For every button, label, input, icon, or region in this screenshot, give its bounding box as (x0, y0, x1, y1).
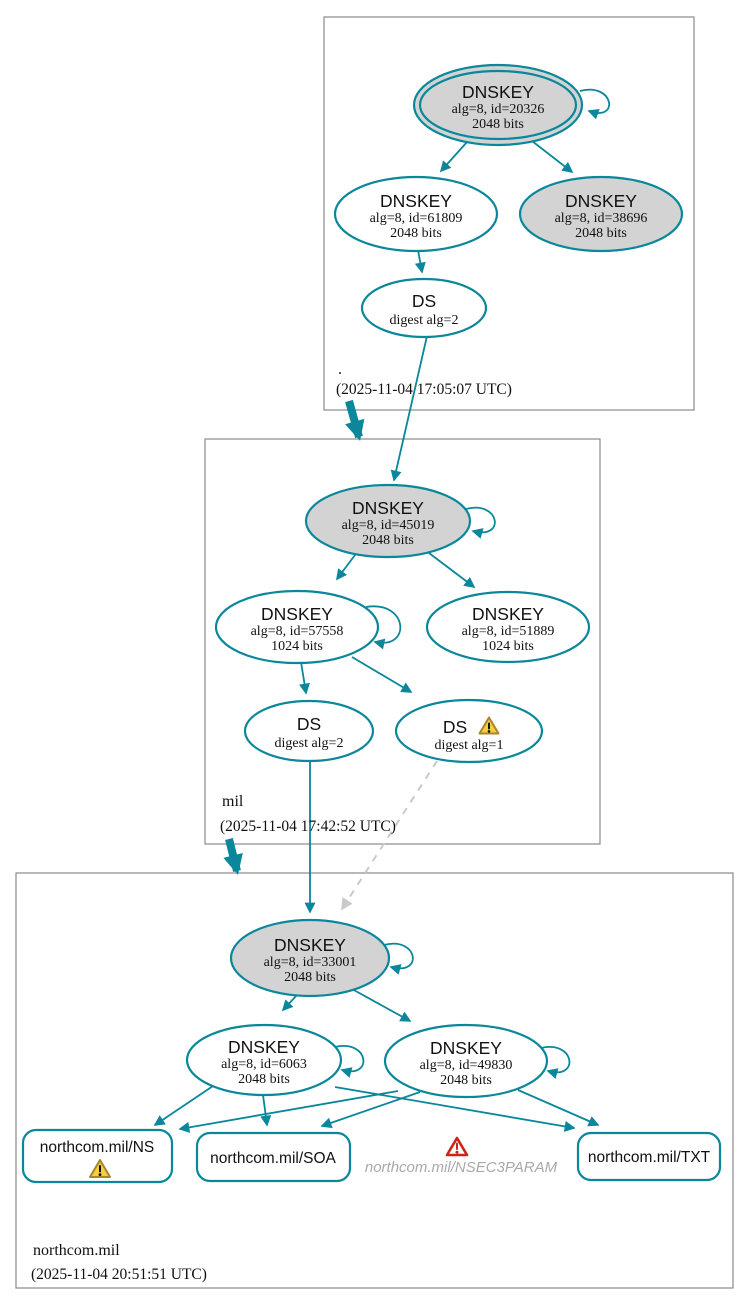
edge-root-ds-to-mil-ksk (390, 335, 428, 482)
zone-timestamp-root: (2025-11-04 17:05:07 UTC) (336, 381, 512, 398)
edge-mil-ds1-insecure-dashed (341, 760, 438, 911)
node-detail: digest alg=2 (390, 313, 459, 328)
node-detail: alg=8, id=49830 (420, 1058, 513, 1073)
edge-mil-zsk1-to-ds1 (351, 656, 413, 693)
selfloop-root-ksk (579, 88, 611, 120)
node-mil-zsk-57558: DNSKEY alg=8, id=57558 1024 bits (214, 589, 380, 665)
node-title: DNSKEY (472, 604, 544, 624)
edge-northcom-ksk-to-zsk2 (351, 988, 412, 1022)
node-detail: alg=8, id=45019 (342, 518, 435, 533)
node-detail: 2048 bits (390, 226, 442, 241)
node-northcom-ksk-33001: DNSKEY alg=8, id=33001 2048 bits (229, 918, 391, 998)
node-root-dnskey-38696: DNSKEY alg=8, id=38696 2048 bits (518, 175, 684, 253)
node-detail: 2048 bits (238, 1072, 290, 1087)
node-title: DNSKEY (274, 935, 346, 955)
node-title: DNSKEY (228, 1037, 300, 1057)
node-detail: alg=8, id=20326 (452, 102, 545, 117)
selfloop-mil-ksk (465, 506, 496, 539)
node-detail: alg=8, id=6063 (221, 1057, 307, 1072)
edge-root-ksk-to-ksk38696 (531, 140, 574, 174)
zone-box-root (323, 16, 695, 411)
node-detail: 1024 bits (482, 639, 534, 654)
node-detail: alg=8, id=33001 (264, 955, 357, 970)
edge-zsk1-to-ns (153, 1085, 214, 1126)
node-mil-ksk-45019: DNSKEY alg=8, id=45019 2048 bits (304, 483, 472, 559)
node-title: DNSKEY (380, 191, 452, 211)
zone-label-northcom-mil: northcom.mil (33, 1242, 120, 1259)
node-detail: 2048 bits (575, 226, 627, 241)
node-detail: 2048 bits (472, 117, 524, 132)
rrset-node-nsec3param: northcom.mil/NSEC3PARAM (365, 1136, 558, 1176)
rrset-node-txt: northcom.mil/TXT (576, 1131, 722, 1182)
zone-timestamp-mil: (2025-11-04 17:42:52 UTC) (220, 818, 396, 835)
rrset-label: northcom.mil/TXT (588, 1149, 711, 1166)
node-title: DNSKEY (565, 191, 637, 211)
edge-mil-ksk-to-zsk2 (424, 549, 476, 588)
node-title: DS (412, 291, 436, 311)
node-northcom-zsk-49830: DNSKEY alg=8, id=49830 2048 bits (383, 1023, 549, 1099)
error-icon (445, 1136, 469, 1157)
node-title: DNSKEY (261, 604, 333, 624)
rrset-label: northcom.mil/SOA (210, 1150, 336, 1167)
node-detail: 2048 bits (362, 533, 414, 548)
node-detail: 1024 bits (271, 639, 323, 654)
node-title: DS (443, 717, 467, 737)
edge-zsk1-to-txt (334, 1086, 576, 1132)
delegation-arrow-mil-to-northcom (223, 838, 243, 875)
edge-zsk2-to-txt (517, 1089, 600, 1127)
node-title: DS (297, 714, 321, 734)
edge-zsk1-to-soa (260, 1094, 272, 1127)
node-root-ksk-20326: DNSKEY alg=8, id=20326 2048 bits (412, 63, 584, 147)
node-detail: digest alg=2 (275, 736, 344, 751)
node-northcom-zsk-6063: DNSKEY alg=8, id=6063 2048 bits (185, 1023, 343, 1097)
warning-icon (89, 1159, 111, 1178)
selfloop-northcom-zsk2 (540, 1046, 571, 1079)
edge-northcom-ksk-to-zsk1 (281, 994, 298, 1012)
selfloop-northcom-ksk (383, 942, 414, 975)
node-detail: digest alg=1 (435, 738, 504, 753)
node-detail: 2048 bits (284, 970, 336, 985)
edge-root-zsk-to-ds (414, 249, 426, 274)
edge-zsk2-to-ns (178, 1090, 399, 1133)
node-detail: alg=8, id=38696 (555, 211, 648, 226)
node-root-zsk-61809: DNSKEY alg=8, id=61809 2048 bits (333, 175, 499, 253)
node-mil-ds-digest2: DS digest alg=2 (243, 699, 375, 763)
node-title: DNSKEY (430, 1038, 502, 1058)
rrset-node-soa: northcom.mil/SOA (195, 1131, 352, 1183)
edge-root-ksk-to-zsk (439, 141, 468, 173)
node-title: DNSKEY (352, 498, 424, 518)
zone-label-mil: mil (222, 793, 244, 810)
node-title: DNSKEY (462, 82, 534, 102)
rrset-label: northcom.mil/NS (40, 1139, 155, 1156)
zone-box-northcom-mil (15, 872, 734, 1289)
selfloop-northcom-zsk1 (334, 1045, 365, 1078)
node-detail: alg=8, id=51889 (462, 624, 555, 639)
edge-zsk2-to-soa (320, 1091, 421, 1129)
node-mil-zsk-51889: DNSKEY alg=8, id=51889 1024 bits (425, 590, 591, 664)
node-mil-ds-digest1: DS digest alg=1 (394, 698, 544, 764)
node-detail: 2048 bits (440, 1073, 492, 1088)
node-detail: alg=8, id=61809 (370, 211, 463, 226)
edge-mil-zsk1-to-ds2 (299, 661, 310, 695)
rrset-node-ns: northcom.mil/NS (21, 1128, 174, 1184)
delegation-arrow-root-to-mil (345, 399, 365, 441)
zone-timestamp-northcom-mil: (2025-11-04 20:51:51 UTC) (31, 1266, 207, 1283)
rrset-label: northcom.mil/NSEC3PARAM (365, 1159, 558, 1176)
selfloop-mil-zsk1 (365, 605, 402, 650)
warning-icon (478, 716, 500, 735)
node-root-ds: DS digest alg=2 (360, 277, 488, 339)
node-detail: alg=8, id=57558 (251, 624, 344, 639)
edge-mil-ksk-to-zsk1 (336, 550, 359, 581)
zone-label-root: . (338, 361, 342, 378)
